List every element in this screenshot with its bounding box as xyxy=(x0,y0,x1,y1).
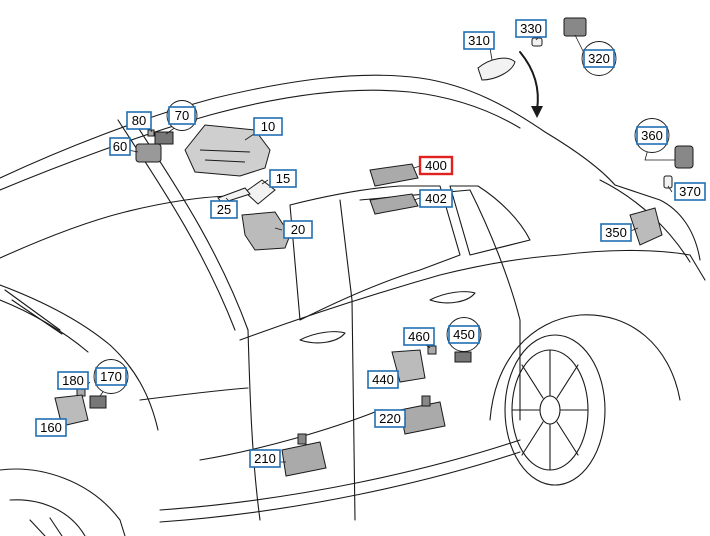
part-320-connector xyxy=(563,17,587,37)
direction-arrow-head xyxy=(531,106,543,118)
callout-label: 350 xyxy=(605,225,627,240)
callout-box xyxy=(168,106,196,125)
callout-20[interactable]: 20 xyxy=(283,220,313,239)
callout-400[interactable]: 400 xyxy=(418,155,454,176)
callout-box xyxy=(419,189,453,208)
part-70-switch xyxy=(154,131,174,145)
callout-460[interactable]: 460 xyxy=(403,327,435,346)
callout-label: 440 xyxy=(372,372,394,387)
callout-label: 310 xyxy=(468,33,490,48)
callout-box xyxy=(126,111,152,130)
callout-box xyxy=(283,220,313,239)
callout-25[interactable]: 25 xyxy=(210,200,238,219)
callout-10[interactable]: 10 xyxy=(253,117,283,136)
callout-80[interactable]: 80 xyxy=(126,111,152,130)
callout-box xyxy=(210,200,238,219)
callout-box xyxy=(583,49,615,68)
callout-label: 450 xyxy=(453,327,475,342)
part-402-interior-light xyxy=(369,193,419,215)
leader-lines xyxy=(61,29,675,463)
part-330-bulb xyxy=(531,37,543,47)
callout-box xyxy=(249,449,281,468)
callout-box xyxy=(109,137,131,156)
callout-330[interactable]: 330 xyxy=(515,19,547,38)
callout-label: 220 xyxy=(379,411,401,426)
callout-box xyxy=(253,117,283,136)
callout-box xyxy=(35,418,67,437)
callout-15[interactable]: 15 xyxy=(269,169,297,188)
part-20-light-unit xyxy=(241,211,291,251)
callout-label: 402 xyxy=(425,191,447,206)
callout-label: 320 xyxy=(588,51,610,66)
callout-box xyxy=(674,182,706,201)
part-15-lens xyxy=(244,179,276,205)
part-310-fuel-flap xyxy=(477,57,516,81)
callout-box xyxy=(418,155,454,176)
callout-60[interactable]: 60 xyxy=(109,137,131,156)
callout-160[interactable]: 160 xyxy=(35,418,67,437)
car-outline xyxy=(0,51,706,536)
callout-label: 170 xyxy=(100,369,122,384)
callout-label: 160 xyxy=(40,420,62,435)
callout-310[interactable]: 310 xyxy=(463,31,495,50)
part-450-connector xyxy=(454,351,472,363)
callout-label: 330 xyxy=(520,21,542,36)
parts xyxy=(54,17,694,477)
callout-402[interactable]: 402 xyxy=(419,189,453,208)
callout-210[interactable]: 210 xyxy=(249,449,281,468)
part-400-interior-light xyxy=(369,163,419,187)
callout-450[interactable]: 450 xyxy=(446,317,482,352)
callout-label: 400 xyxy=(425,158,447,173)
callout-label: 370 xyxy=(679,184,701,199)
part-210-door-light xyxy=(281,441,327,477)
callout-440[interactable]: 440 xyxy=(367,370,399,389)
callout-label: 70 xyxy=(175,108,189,123)
part-370-bulb xyxy=(663,175,673,189)
part-360-connector xyxy=(674,145,694,169)
callout-label: 20 xyxy=(291,222,305,237)
part-220-door-light xyxy=(399,401,446,435)
callout-360[interactable]: 360 xyxy=(634,118,670,153)
callout-label: 460 xyxy=(408,329,430,344)
part-350-trunk-light xyxy=(629,207,663,246)
callout-box xyxy=(636,126,668,145)
callout-box xyxy=(95,367,127,386)
callout-label: 210 xyxy=(254,451,276,466)
callout-label: 360 xyxy=(641,128,663,143)
callout-320[interactable]: 320 xyxy=(581,41,617,76)
callout-label: 180 xyxy=(62,373,84,388)
callout-label: 15 xyxy=(276,171,290,186)
callout-box xyxy=(367,370,399,389)
callout-350[interactable]: 350 xyxy=(600,223,632,242)
callout-box xyxy=(600,223,632,242)
callout-box xyxy=(463,31,495,50)
part-460-bulb xyxy=(427,345,437,355)
callout-box xyxy=(374,409,406,428)
callout-label: 10 xyxy=(261,119,275,134)
callout-box xyxy=(57,371,89,390)
callout-170[interactable]: 170 xyxy=(93,359,129,394)
callout-370[interactable]: 370 xyxy=(674,182,706,201)
callout-label: 80 xyxy=(132,113,146,128)
callout-box xyxy=(269,169,297,188)
callout-180[interactable]: 180 xyxy=(57,371,89,390)
callout-box xyxy=(403,327,435,346)
callout-label: 60 xyxy=(113,139,127,154)
callout-box xyxy=(515,19,547,38)
callout-box xyxy=(448,325,480,344)
part-80-bulb xyxy=(147,129,155,137)
callout-70[interactable]: 70 xyxy=(166,100,198,131)
callout-220[interactable]: 220 xyxy=(374,409,406,428)
part-60-housing xyxy=(135,143,162,163)
callout-label: 25 xyxy=(217,202,231,217)
part-170-connector xyxy=(89,395,107,409)
callout-labels: 310 330 320 80 70 10 60 15 25 20 400 402 360 370 350 46… xyxy=(35,19,706,468)
